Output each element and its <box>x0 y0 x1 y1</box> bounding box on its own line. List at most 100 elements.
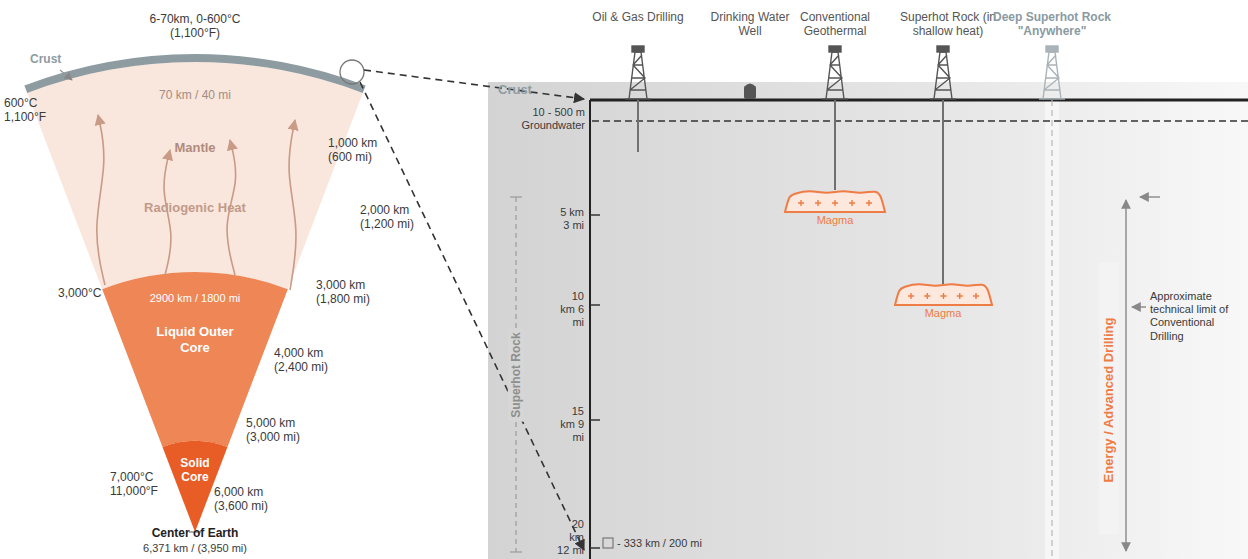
zoom-line <box>364 70 584 99</box>
plus-mark <box>973 293 979 299</box>
region-label: Radiogenic Heat <box>120 200 270 216</box>
inner-core-region: Solid Core <box>165 450 225 489</box>
derrick-base <box>822 98 848 99</box>
plus-mark <box>941 293 947 299</box>
derrick-base <box>625 98 651 99</box>
depth-scale: 10 km 6 mi <box>556 290 584 330</box>
plus-mark <box>957 293 963 299</box>
figure-caption: Center of Earth <box>125 526 265 540</box>
layer-name: Crust <box>498 82 532 98</box>
derrick-base <box>1039 98 1065 99</box>
magma-body <box>785 191 885 212</box>
region-label: 70 km / 40 mi <box>140 88 250 102</box>
depth-value: 3,000 km (1,800 mi) <box>316 278 380 307</box>
plus-mark <box>832 200 838 206</box>
scale-note: - 333 km / 200 mi <box>617 537 702 550</box>
depth-tick <box>590 547 600 549</box>
depth-value: 1,000 km (600 mi) <box>328 136 384 165</box>
well-bore <box>1051 100 1052 559</box>
well-bore <box>834 100 836 190</box>
crust-pointer <box>60 70 72 80</box>
drill-type: Conventional Geothermal <box>790 10 880 39</box>
drill-type: Oil & Gas Drilling <box>592 10 684 24</box>
drill-derrick <box>930 46 956 99</box>
radius-value: 6,371 km / (3,950 mi) <box>115 542 275 555</box>
tank-top <box>744 84 756 88</box>
temperature-value: 7,000°C 11,000°F <box>110 470 168 499</box>
magma-outline <box>785 191 885 212</box>
tank-body <box>744 86 756 99</box>
derrick-crown <box>1046 46 1058 52</box>
groundwater-line <box>592 120 1248 122</box>
temperature-value: 3,000°C <box>58 286 102 300</box>
well-bore <box>637 100 639 152</box>
magma-outline <box>895 284 992 305</box>
depth-scale: 15 km 9 mi <box>556 405 584 445</box>
plus-mark <box>924 293 930 299</box>
drill-type: Drinking Water Well <box>710 10 790 39</box>
temperature-value: 600°C 1,100°F <box>4 96 56 125</box>
crust-layer <box>24 54 365 93</box>
region-label: Magma <box>795 214 875 227</box>
derrick-tower <box>934 52 952 99</box>
mantle-region: 70 km / 40 mi MantleRadiogenic Heat <box>105 82 285 220</box>
plus-mark <box>798 200 804 206</box>
derrick-tower <box>1043 52 1061 99</box>
drill-derrick <box>1039 46 1065 99</box>
plus-mark <box>815 200 821 206</box>
convection-arrow <box>97 115 105 285</box>
surface-line <box>590 99 1248 102</box>
plus-mark <box>849 200 855 206</box>
zoom-line <box>360 82 584 550</box>
range-label: Superhot Rock <box>508 328 524 421</box>
depth-tick <box>590 304 600 306</box>
region-label: 2900 km / 1800 mi <box>130 292 260 305</box>
depth-scale: 20 km 12 mi <box>556 518 584 558</box>
water-well-tank <box>744 84 756 100</box>
depth-tick <box>590 419 600 421</box>
depth-value: 4,000 km (2,400 mi) <box>274 346 338 375</box>
derrick-crown <box>937 46 949 52</box>
depth-tick <box>590 214 600 216</box>
scale-square <box>603 538 613 548</box>
range-label: Energy / Advanced Drilling <box>1101 318 1117 483</box>
panel-left-edge <box>589 100 591 559</box>
region-label: Liquid Outer Core <box>155 324 235 355</box>
range-cap <box>510 551 522 552</box>
depth-value: 6,000 km (3,600 mi) <box>214 485 278 514</box>
region-label: Mantle <box>140 140 250 156</box>
magma-chamber: Magma <box>895 281 992 325</box>
derrick-tower <box>629 52 647 99</box>
zoom-circle <box>340 60 364 84</box>
advanced-drilling-arrow <box>1125 200 1126 551</box>
mantle-layer <box>27 62 363 289</box>
plus-mark <box>866 200 872 206</box>
magma-chamber: Magma <box>785 188 885 232</box>
layer-name: Crust <box>30 52 61 66</box>
range-cap <box>510 196 522 197</box>
drill-derrick <box>822 46 848 99</box>
advanced-drilling-bar <box>1099 262 1119 534</box>
magma-body <box>895 284 992 305</box>
region-label: Solid Core <box>172 456 218 485</box>
depth-scale: 5 km 3 mi <box>552 206 584 232</box>
drill-derrick <box>625 46 651 99</box>
deep-well-band <box>1045 100 1059 559</box>
pointer-arrow <box>1140 196 1160 197</box>
derrick-tower <box>826 52 844 99</box>
limit-note: Approximate technical limit of Conventio… <box>1150 290 1246 343</box>
derrick-crown <box>829 46 841 52</box>
crust-zoom-ground <box>488 82 1248 559</box>
depth-value: 5,000 km (3,000 mi) <box>246 416 310 445</box>
derrick-crown <box>632 46 644 52</box>
derrick-base <box>930 98 956 99</box>
convection-arrow <box>289 120 296 290</box>
well-bore <box>942 100 944 284</box>
groundwater-depth: 10 - 500 m Groundwater <box>503 106 585 132</box>
depth-value: 2,000 km (1,200 mi) <box>360 203 424 232</box>
region-label: Magma <box>903 307 983 320</box>
plus-mark <box>908 293 914 299</box>
pointer-arrow <box>1132 306 1146 307</box>
layer-dimension: 6-70km, 0-600°C (1,100°F) <box>140 12 250 41</box>
